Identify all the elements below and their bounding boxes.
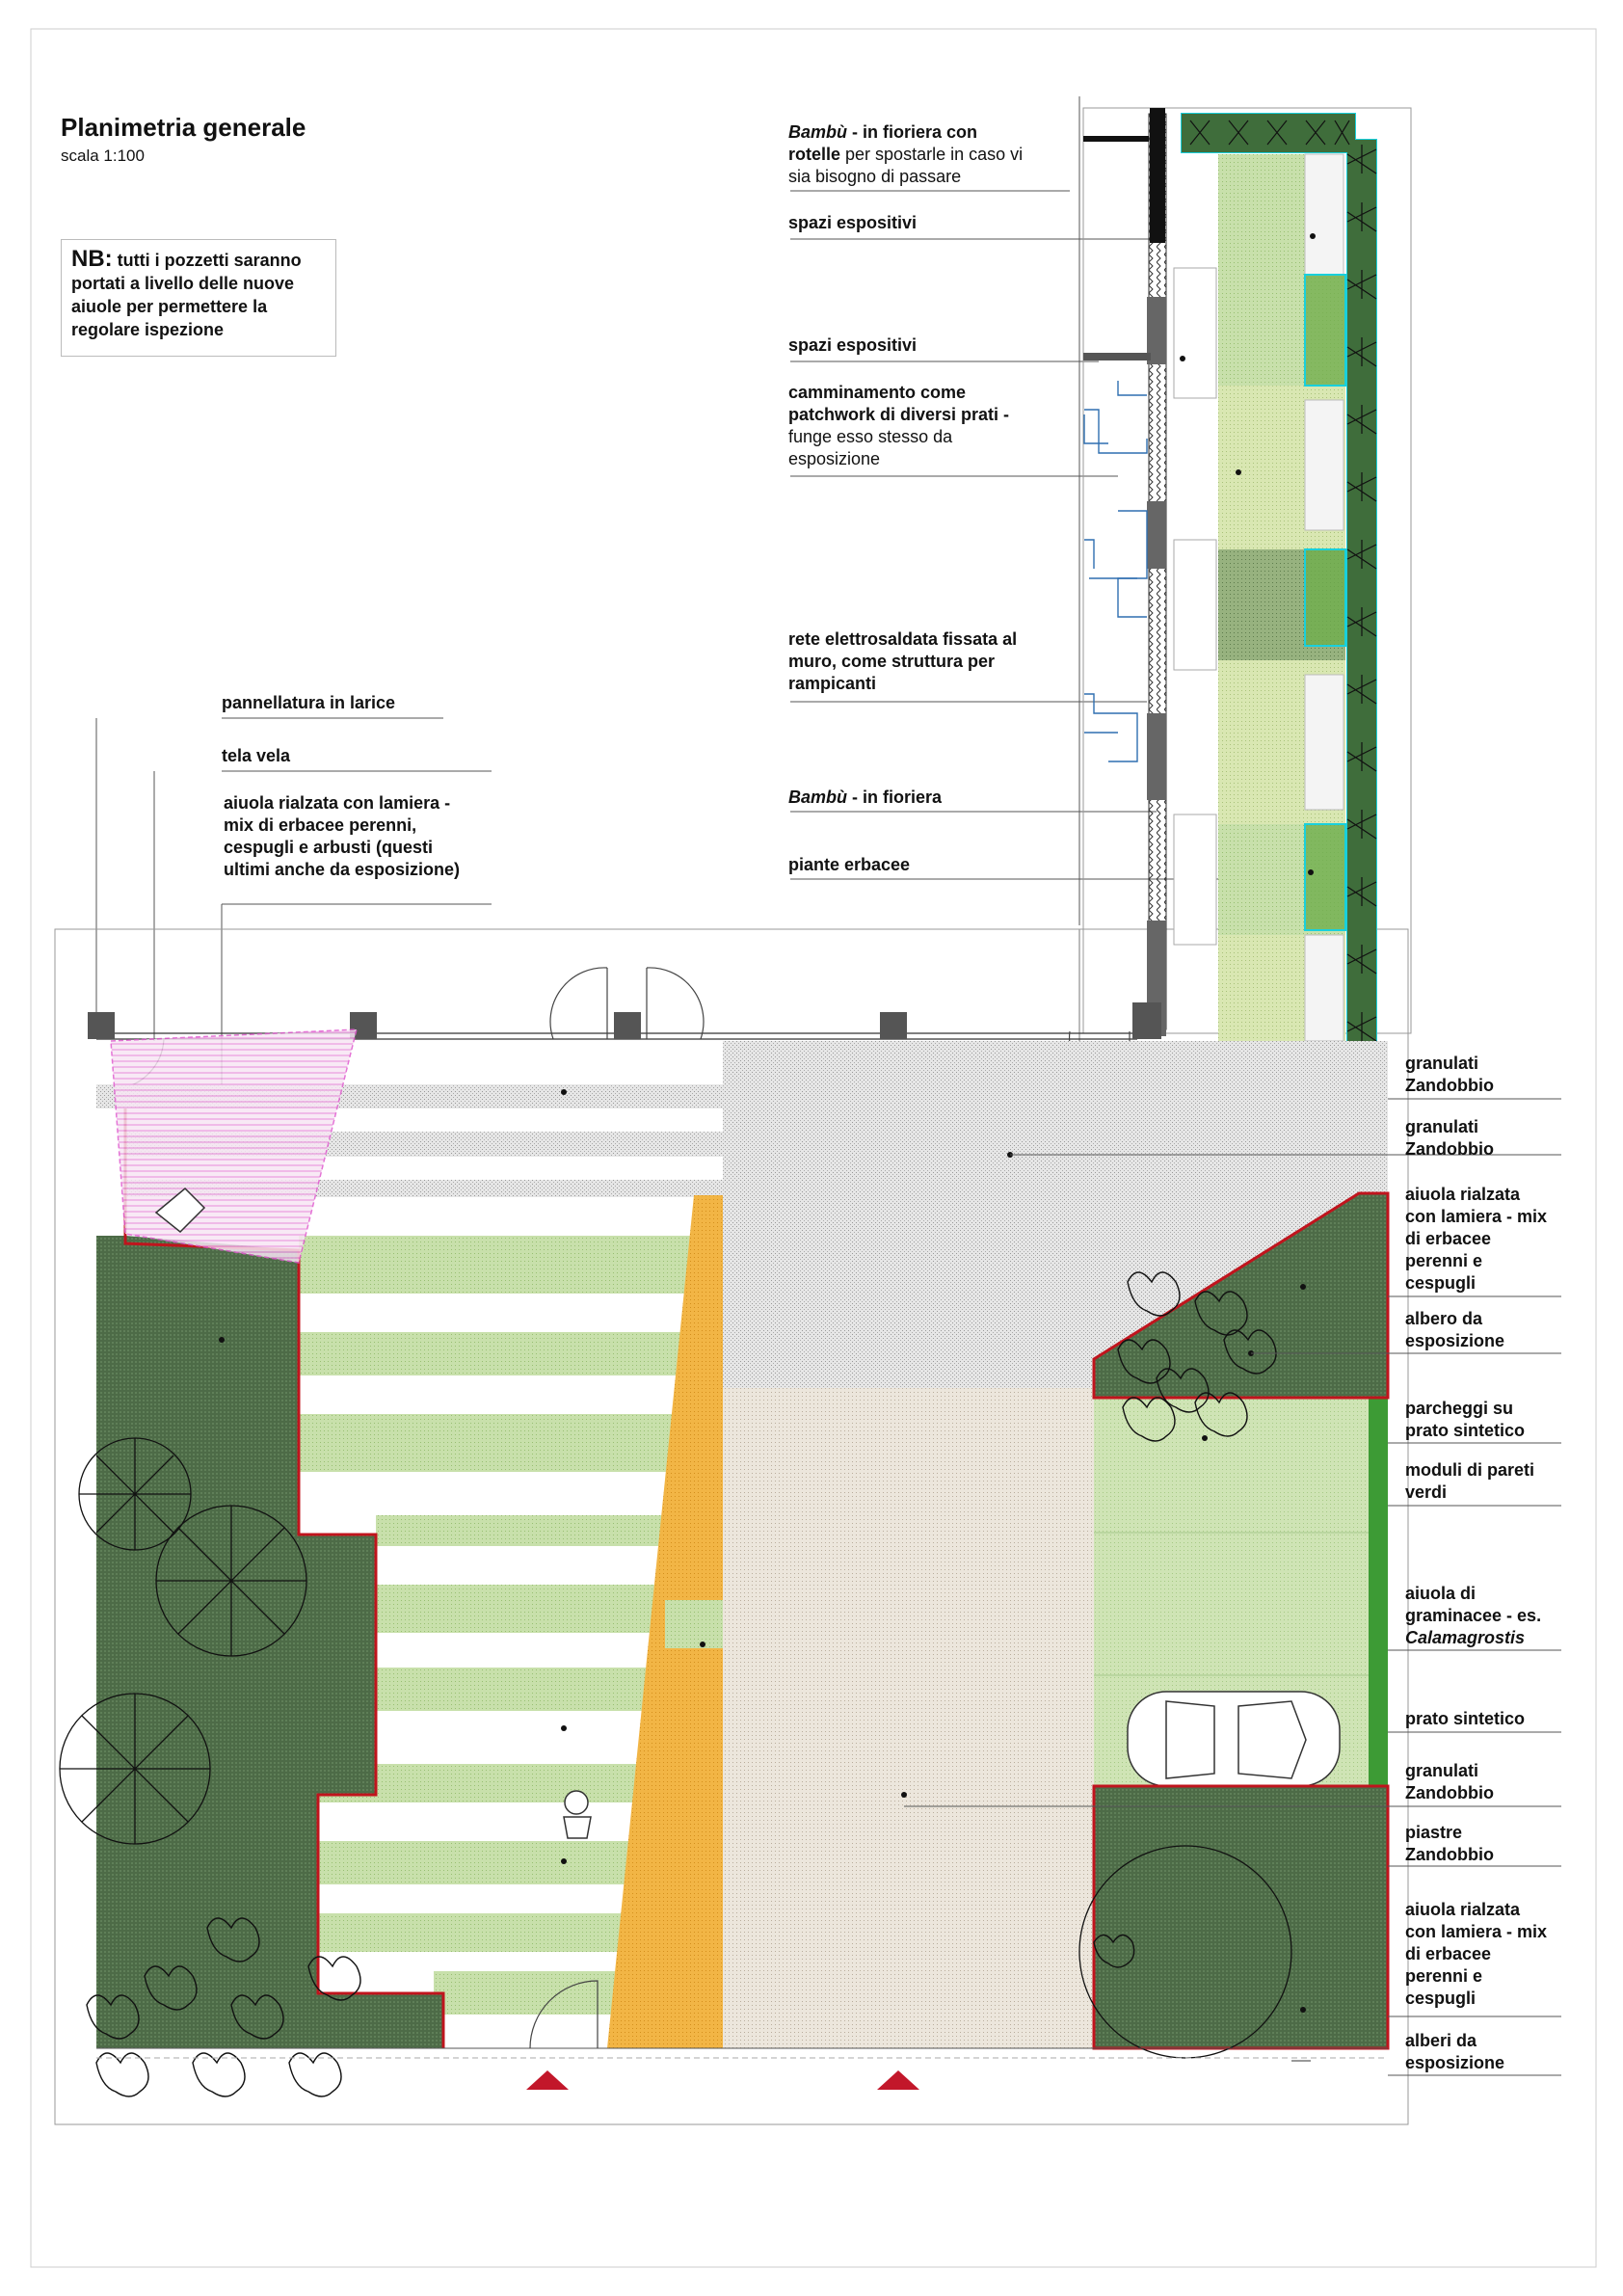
label-alberi: alberi da esposizione (1405, 2030, 1504, 2074)
label-bambu-rotelle: Bambù - in fioriera con rotelle per spos… (788, 121, 1023, 188)
camminamento-line3: funge esso stesso da (788, 427, 953, 446)
camminamento-line2: patchwork di diversi prati - (788, 405, 1010, 424)
note-prefix: NB: (71, 246, 113, 272)
label-camminamento: camminamento come patchwork di diversi p… (788, 382, 1009, 470)
granulati-2-line2: Zandobbio (1405, 1139, 1494, 1159)
entrance-marker-2 (877, 2070, 919, 2090)
label-tela-vela: tela vela (222, 746, 291, 765)
planter-bottom-right (1092, 1784, 1390, 2050)
piastre-line1: piastre (1405, 1823, 1463, 1842)
alberi-line2: esposizione (1405, 2053, 1505, 2072)
label-bambu2-italic: Bambù (788, 788, 848, 807)
label-rotelle-rest: per spostarle in caso vi (840, 145, 1024, 164)
note-text: tutti i pozzetti saranno portati a livel… (71, 251, 302, 339)
label-bambu-italic: Bambù (788, 122, 848, 142)
page-frame (30, 28, 1597, 2268)
label-graminacee: aiuola di graminacee - es. Calamagrostis (1405, 1583, 1541, 1649)
label-aiuola-mix-2: aiuola rialzata con lamiera - mix di erb… (1405, 1899, 1547, 2010)
parcheggi-line2: prato sintetico (1405, 1421, 1526, 1440)
rete-line1: rete elettrosaldata fissata al (788, 629, 1018, 649)
label-moduli: moduli di pareti verdi (1405, 1459, 1534, 1504)
piastre-line2: Zandobbio (1405, 1845, 1494, 1864)
moduli-line1: moduli di pareti (1405, 1460, 1535, 1480)
label-spazi-espositivi-2: spazi espositivi (788, 335, 918, 355)
label-bambu2-text: - in fioriera (847, 788, 943, 807)
note-box: NB: tutti i pozzetti saranno portati a l… (61, 239, 336, 357)
aiuola-left-line2: mix di erbacee perenni, (224, 815, 417, 835)
scale-label: scala 1:100 (61, 147, 145, 165)
aiuola-mix-1-line3: di erbacee (1405, 1229, 1492, 1248)
label-spazi-espositivi-1: spazi espositivi (788, 213, 918, 232)
page-title: Planimetria generale (61, 113, 306, 142)
graminacee-line2: graminacee - es. (1405, 1606, 1542, 1625)
camminamento-line4: esposizione (788, 449, 881, 468)
albero-line1: albero da (1405, 1309, 1483, 1328)
label-pannellatura: pannellatura in larice (222, 693, 396, 712)
label-granulati-2: granulati Zandobbio (1405, 1116, 1494, 1161)
parcheggi-line1: parcheggi su (1405, 1399, 1514, 1418)
bamboo-row (1346, 145, 1377, 1167)
granulati-1-line2: Zandobbio (1405, 1076, 1494, 1095)
aiuola-mix-2-line5: cespugli (1405, 1989, 1477, 2008)
granulati-3-line2: Zandobbio (1405, 1783, 1494, 1802)
leader-lines (95, 96, 1301, 1215)
label-piastre: piastre Zandobbio (1405, 1822, 1494, 1866)
rete-line2: muro, come struttura per (788, 652, 996, 671)
car (1127, 1691, 1341, 1787)
label-granulati-3: granulati Zandobbio (1405, 1760, 1494, 1804)
label-rete: rete elettrosaldata fissata al muro, com… (788, 628, 1017, 695)
graminacee-line3: Calamagrostis (1405, 1628, 1526, 1647)
planter-triangle (1092, 1191, 1390, 1400)
camminamento-line1: camminamento come (788, 383, 967, 402)
label-albero: albero da esposizione (1405, 1308, 1504, 1352)
granulati-3-line1: granulati (1405, 1761, 1479, 1780)
label-rotelle-line3: sia bisogno di passare (788, 167, 962, 186)
aiuola-mix-1-line4: perenni e (1405, 1251, 1483, 1270)
alberi-line1: alberi da (1405, 2031, 1477, 2050)
granulati-1-line1: granulati (1405, 1054, 1479, 1073)
moduli-line2: verdi (1405, 1482, 1448, 1502)
aiuola-mix-2-line2: con lamiera - mix (1405, 1922, 1548, 1941)
label-rotelle: rotelle (788, 145, 841, 164)
aiuola-mix-1-line1: aiuola rialzata (1405, 1185, 1521, 1204)
aiuola-left-line4: ultimi anche da esposizione) (224, 860, 461, 879)
aiuola-mix-2-line1: aiuola rialzata (1405, 1900, 1521, 1919)
label-piante-erbacee: piante erbacee (788, 855, 911, 874)
aiuola-left-line3: cespugli e arbusti (questi (224, 838, 434, 857)
label-aiuola-left: aiuola rialzata con lamiera - mix di erb… (224, 792, 460, 881)
planter-left (96, 1084, 443, 2048)
aiuola-mix-2-line3: di erbacee (1405, 1944, 1492, 1963)
label-bambu-text: - in fioriera con (847, 122, 978, 142)
aiuola-mix-1-line5: cespugli (1405, 1273, 1477, 1293)
trees-left (59, 1437, 1292, 2059)
graminacee-line1: aiuola di (1405, 1584, 1477, 1603)
paving-area (723, 1388, 1094, 2048)
granulati-2-line1: granulati (1405, 1117, 1479, 1136)
label-bambu-fioriera: Bambù - in fioriera (788, 787, 942, 809)
aiuola-left-line1: aiuola rialzata con lamiera - (224, 793, 451, 813)
aiuola-mix-1-line2: con lamiera - mix (1405, 1207, 1548, 1226)
label-parcheggi: parcheggi su prato sintetico (1405, 1398, 1525, 1442)
label-prato-sintetico: prato sintetico (1405, 1709, 1526, 1728)
albero-line2: esposizione (1405, 1331, 1505, 1350)
label-granulati-1: granulati Zandobbio (1405, 1053, 1494, 1097)
rete-line3: rampicanti (788, 674, 877, 693)
aiuola-mix-2-line4: perenni e (1405, 1966, 1483, 1986)
entrance-marker-1 (526, 2070, 569, 2090)
label-aiuola-mix-1: aiuola rialzata con lamiera - mix di erb… (1405, 1184, 1547, 1295)
